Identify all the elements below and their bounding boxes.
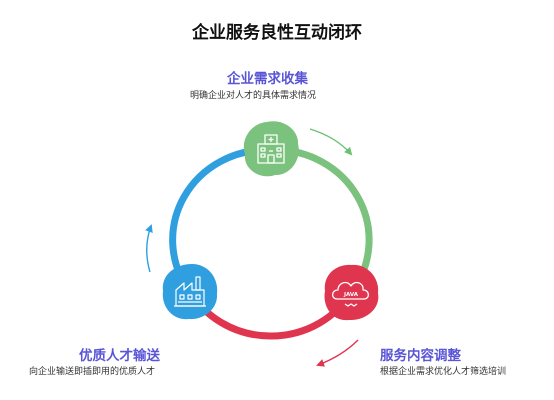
stage-desc-top: 明确企业对人才的具体需求情况 [190,91,317,101]
node-left [162,264,218,320]
stage-title-left: 优质人才输送 [79,348,160,364]
arrow-red [316,339,359,367]
node-top [243,121,299,177]
arrow-blue [145,224,153,273]
svg-text:JAVA: JAVA [343,292,359,298]
ring-arc-blue [169,146,275,296]
arrow-green [309,128,353,156]
java-cloud-icon [331,281,370,307]
node-right: JAVA [324,264,379,321]
stage-title-right: 服务内容调整 [380,348,461,364]
building-icon [257,134,285,164]
page-title: 企业服务良性互动闭环 [192,23,362,43]
stage-desc-right: 根据企业需求优化人才筛选培训 [380,367,507,377]
factory-icon [174,276,206,307]
stage-title-top: 企业需求收集 [227,71,308,87]
stage-desc-left: 向企业输送即插即用的优质人才 [29,367,156,377]
